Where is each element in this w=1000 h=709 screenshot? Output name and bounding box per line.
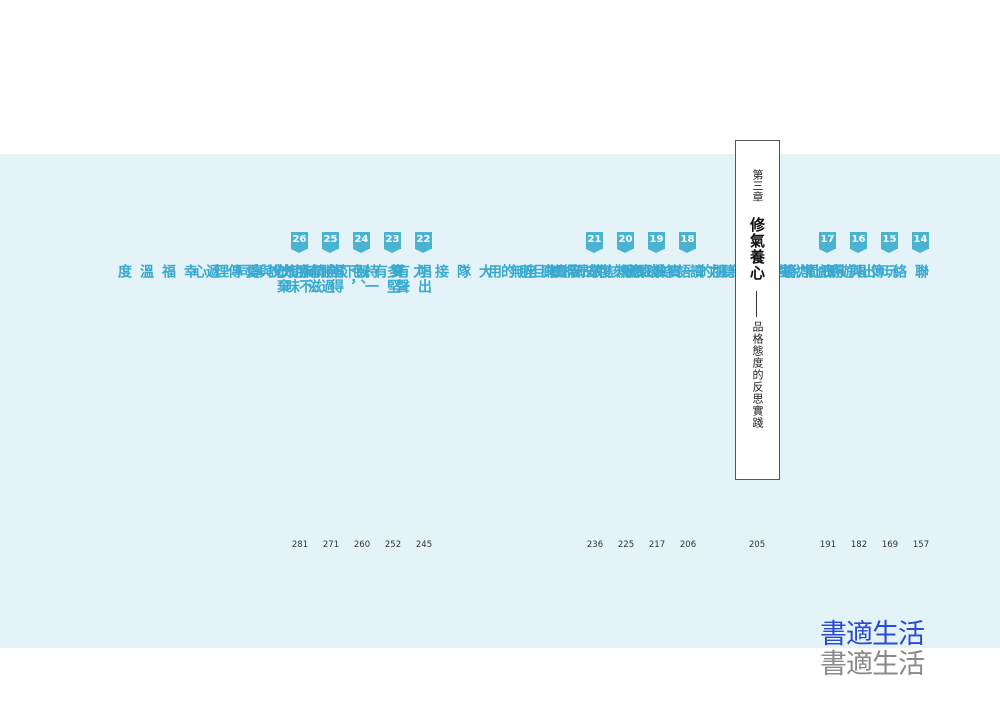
entry-title: 玩出遊戲力與寫作力 (706, 264, 898, 279)
chapter-number-badge: 21 (586, 232, 603, 253)
toc-background-band (0, 154, 1000, 648)
chapter-number-badge: 24 (353, 232, 370, 253)
entry-page-number: 191 (819, 540, 837, 550)
chapter-number-badge: 17 (819, 232, 836, 253)
entry-page-number: 182 (850, 540, 868, 550)
entry-title: 一條班規用到底 (548, 264, 696, 279)
chapter-number-badge: 18 (679, 232, 696, 253)
chapter-title: 修氣養心 (748, 217, 766, 281)
entry-title: 誰應該去掃廁所 (517, 264, 665, 279)
entry-page-number: 236 (586, 540, 604, 550)
entry-page-number: 157 (912, 540, 930, 550)
chapter-number-badge: 25 (322, 232, 339, 253)
chapter-label: 第三章 (751, 169, 764, 202)
entry-title: 既談情也說愛 (244, 264, 370, 279)
entry-page-number: 245 (415, 540, 433, 550)
watermark-blue: 書適生活 (820, 619, 925, 650)
chapter-number-badge: 15 (881, 232, 898, 253)
chapter-number-badge: 19 (648, 232, 665, 253)
entry-title: 報復昂貴且無用 (486, 264, 634, 279)
entry-page-number: 260 (353, 540, 371, 550)
entry-page-number: 271 (322, 540, 340, 550)
entry-title: 自制力與同理心 (191, 264, 339, 279)
chapter-page-number: 205 (748, 540, 766, 550)
entry-title: 多堅持一下，勝過永不放棄 (275, 264, 401, 294)
entry-page-number: 206 (679, 540, 697, 550)
chapter-number-badge: 23 (384, 232, 401, 253)
entry-title: 聯絡簿與時間管理 (759, 264, 929, 279)
entry-page-number: 217 (648, 540, 666, 550)
entry-page-number: 225 (617, 540, 635, 550)
chapter-number-badge: 22 (415, 232, 432, 253)
entry-title: 唱得比說得好聽的語文課 (631, 264, 867, 279)
chapter-number-badge: 14 (912, 232, 929, 253)
chapter-number-badge: 16 (850, 232, 867, 253)
chapter-subtitle: 品格態度的反思實踐 (751, 321, 764, 429)
chapter-number-badge: 20 (617, 232, 634, 253)
entry-page-number: 252 (384, 540, 402, 550)
entry-title: 日常生活的閱讀實踐家 (622, 264, 836, 279)
chapter-number-badge: 26 (291, 232, 308, 253)
entry-page-number: 169 (881, 540, 899, 550)
entry-title: 唱出有聲有色、唱得有滋有味 (284, 264, 432, 294)
entry-title: 用分享傳遞幸福溫度 (116, 264, 308, 279)
chapter-heading-box[interactable]: 第三章 修氣養心 品格態度的反思實踐 (735, 140, 780, 480)
watermark-gray: 書適生活 (820, 649, 925, 680)
entry-page-number: 281 (291, 540, 309, 550)
entry-title: 敬陪末座的大隊接力賽 (389, 264, 603, 279)
chapter-dash-divider (756, 291, 757, 317)
